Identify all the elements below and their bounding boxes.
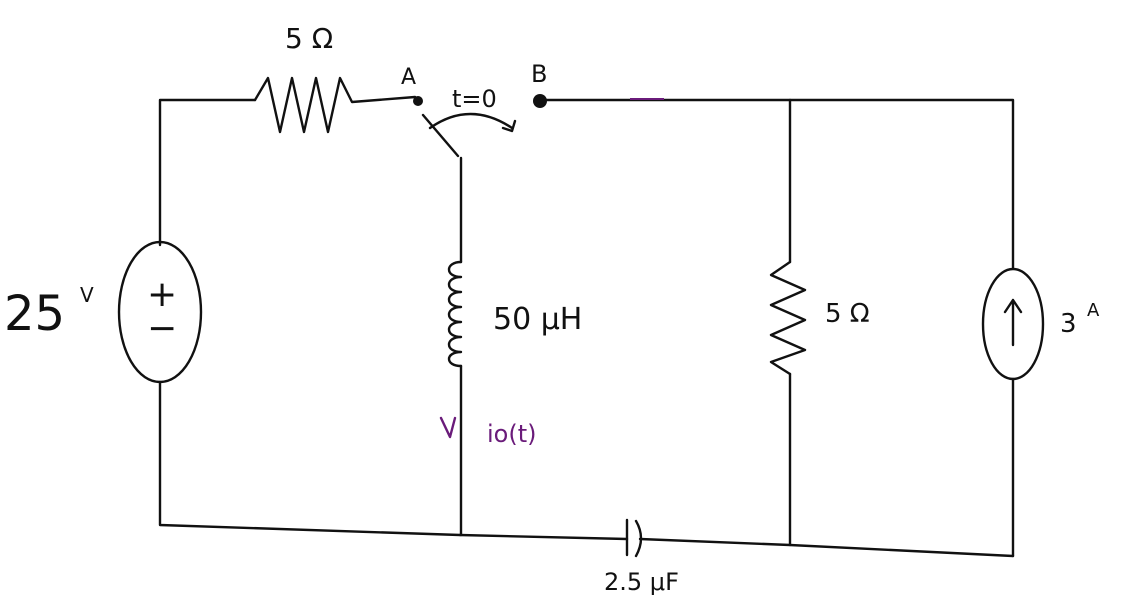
resistor-right xyxy=(769,260,807,376)
resistor-right-label: 5 Ω xyxy=(825,299,870,329)
node-a-dot xyxy=(413,96,423,106)
capacitor-label: 2.5 μF xyxy=(604,568,679,596)
resistor-top xyxy=(253,76,417,134)
current-source-value-label: 3 xyxy=(1060,309,1077,339)
switch-blade xyxy=(421,113,460,158)
switch-arrow-head xyxy=(501,119,517,133)
source-plus-sign: + xyxy=(147,274,177,315)
node-a-label: A xyxy=(401,65,416,90)
wire-bottom-mid-left xyxy=(458,533,629,541)
resistor-top-label: 5 Ω xyxy=(285,22,333,55)
current-source-arrow-icon xyxy=(1003,298,1023,347)
node-b-dot xyxy=(533,94,547,108)
inductor-coil xyxy=(447,260,463,368)
switch-arrow xyxy=(428,112,514,130)
current-arrow-icon xyxy=(439,416,457,439)
current-source-unit-label: A xyxy=(1087,300,1100,321)
wire-left-bottom xyxy=(158,380,462,537)
source-minus-sign: − xyxy=(147,308,177,349)
inductor-label: 50 μH xyxy=(493,302,582,337)
wire-top-left xyxy=(158,98,257,247)
wire-top-right xyxy=(545,98,1015,270)
switch-time-label: t=0 xyxy=(452,85,497,113)
wire-bottom-mid-right xyxy=(638,537,1015,558)
current-io-label: io(t) xyxy=(487,420,537,448)
voltage-unit-label: V xyxy=(80,283,94,307)
node-b-label: B xyxy=(531,60,547,88)
voltage-value-label: 25 xyxy=(4,286,65,342)
